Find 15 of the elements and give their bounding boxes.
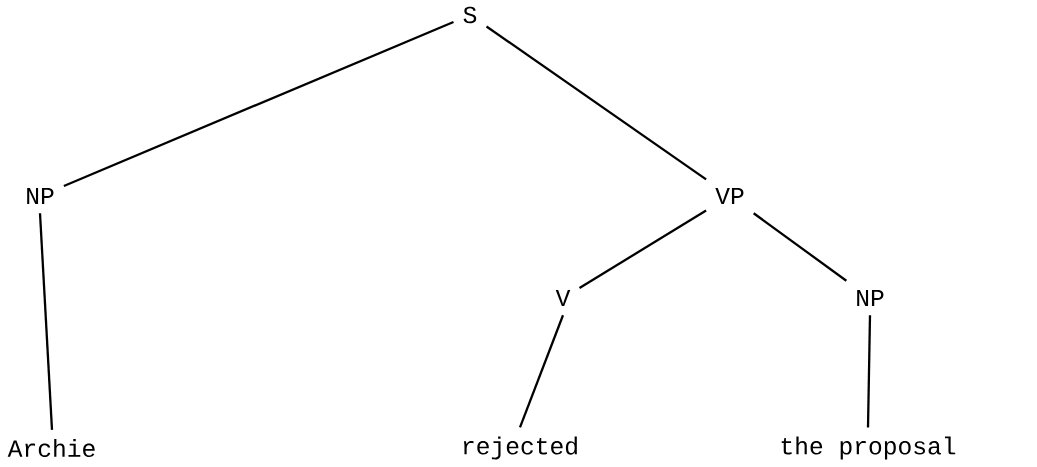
branch-line	[753, 212, 847, 282]
branch-line	[866, 315, 872, 428]
branch-line	[63, 20, 454, 188]
tree-label: V	[555, 289, 571, 307]
tree-label: S	[463, 6, 477, 24]
tree-label: NP	[857, 289, 884, 307]
tree-label: the proposal	[781, 436, 956, 460]
branch-line	[518, 314, 565, 428]
tree-label: rejected	[463, 436, 577, 460]
tree-label: Archie	[7, 438, 95, 458]
branch-line	[578, 209, 707, 289]
tree-label: NP	[27, 187, 54, 205]
branch-line	[38, 213, 54, 430]
branch-line	[485, 25, 707, 181]
tree-label: VP	[715, 187, 744, 205]
